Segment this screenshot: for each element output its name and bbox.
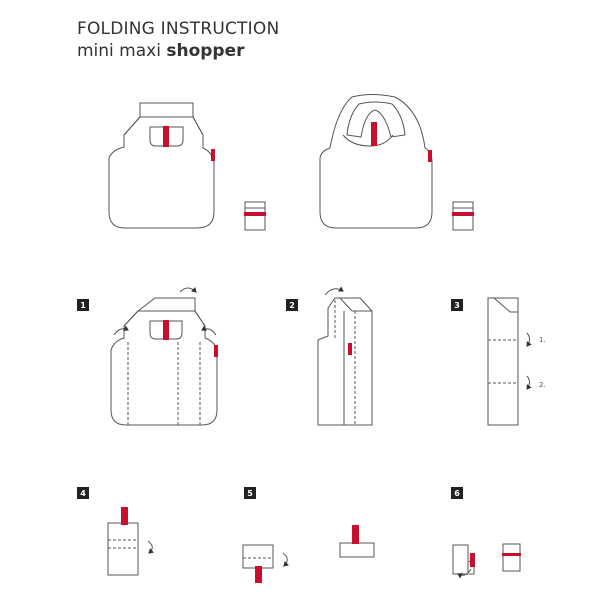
bag-front-view	[108, 102, 215, 229]
page-title: FOLDING INSTRUCTION	[77, 19, 280, 39]
step-badge-6: 6	[451, 487, 463, 499]
bag-open-side-label	[428, 150, 432, 162]
step-badge-4: 4	[77, 487, 89, 499]
bag-tag	[163, 126, 169, 147]
step-badge-5: 5	[244, 487, 256, 499]
step-5-result-tag	[352, 525, 359, 544]
step-5-diagram	[242, 542, 375, 569]
bag-open-view	[319, 94, 433, 229]
svg-text:2: 2	[289, 301, 295, 310]
bag-side-label	[211, 149, 215, 161]
step-1-diagram	[110, 287, 218, 426]
svg-text:3: 3	[454, 301, 460, 310]
folded-pouch	[244, 201, 266, 231]
page-subtitle: mini maxi shopper	[77, 40, 245, 62]
step-2-diagram	[317, 286, 373, 426]
step-5-tag	[255, 566, 262, 583]
step-badges: 1 2 3 4 5 6	[77, 299, 463, 499]
step-1-tag	[163, 320, 169, 340]
subtitle-plain: mini maxi	[77, 41, 161, 61]
step-6-band	[502, 553, 521, 556]
step-3-diagram	[487, 297, 532, 426]
step-badge-3: 3	[451, 299, 463, 311]
step-4-tag	[121, 507, 128, 525]
step-3-note-2: 2.	[539, 381, 546, 389]
step-2-side-label	[348, 343, 352, 355]
svg-text:1: 1	[80, 301, 86, 310]
svg-text:6: 6	[454, 489, 460, 498]
svg-text:4: 4	[80, 489, 86, 498]
subtitle-bold: shopper	[166, 41, 245, 61]
step-6-tag	[470, 553, 475, 567]
step-6-diagram	[452, 543, 521, 579]
step-3-note-1: 1.	[539, 336, 546, 344]
bag-open-tag	[371, 122, 377, 146]
svg-text:5: 5	[247, 489, 253, 498]
step-badge-2: 2	[286, 299, 298, 311]
step-badge-1: 1	[77, 299, 89, 311]
step-1-side-label	[214, 345, 218, 357]
folded-pouch	[452, 201, 474, 231]
step-4-diagram	[107, 522, 154, 576]
